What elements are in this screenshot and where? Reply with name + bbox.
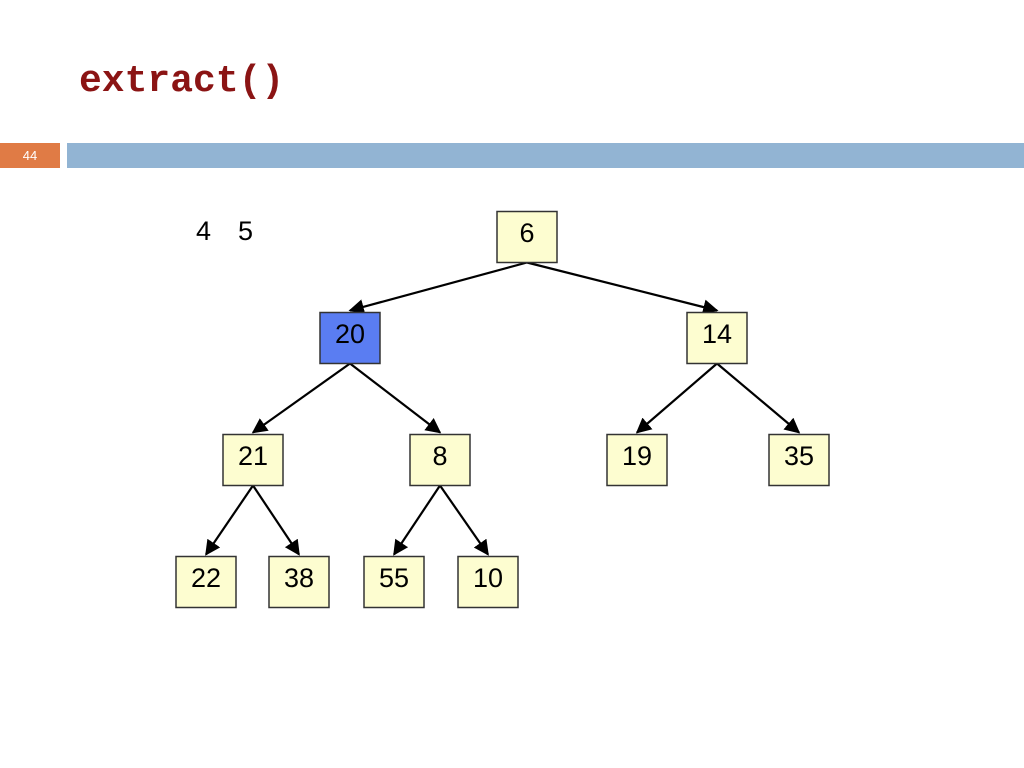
heap-node-box	[409, 433, 471, 487]
heap-node-20: 20	[319, 311, 381, 365]
heap-node-box	[319, 311, 381, 365]
heap-node-value: 14	[702, 319, 732, 349]
edge-n21-n22	[205, 484, 254, 556]
heap-node-value: 10	[473, 563, 503, 593]
heap-node-box	[175, 555, 237, 609]
heap-node-21: 21	[222, 433, 284, 487]
edge-n6-n14	[526, 261, 719, 315]
heap-node-value: 6	[519, 218, 534, 248]
heap-node-value: 19	[622, 441, 652, 471]
slide-title: extract()	[79, 60, 285, 103]
edge-n8-n55	[393, 484, 441, 556]
heap-node-value: 20	[335, 319, 365, 349]
edge-n21-n38	[252, 484, 300, 556]
heap-node-box	[363, 555, 425, 609]
heap-node-value: 55	[379, 563, 409, 593]
heap-node-10: 10	[457, 555, 519, 609]
heap-node-box	[457, 555, 519, 609]
heap-node-box	[768, 433, 830, 487]
heap-node-value: 38	[284, 563, 314, 593]
heap-node-6: 6	[496, 210, 558, 264]
heap-node-box	[268, 555, 330, 609]
header-band	[67, 143, 1024, 168]
heap-node-box	[606, 433, 668, 487]
edge-n20-n8	[349, 362, 442, 434]
stray-text: 4 5	[196, 216, 254, 246]
heap-node-55: 55	[363, 555, 425, 609]
heap-node-value: 8	[432, 441, 447, 471]
heap-node-14: 14	[686, 311, 748, 365]
heap-node-22: 22	[175, 555, 237, 609]
edge-n6-n20	[348, 261, 528, 315]
heap-node-box	[496, 210, 558, 264]
edge-n14-n19	[635, 362, 718, 434]
heap-edges	[205, 261, 801, 556]
slide-number: 44	[0, 143, 60, 168]
heap-node-value: 22	[191, 563, 221, 593]
heap-node-value: 35	[784, 441, 814, 471]
heap-nodes: 6 20 14 21 8 19 35 22 38 55 10	[175, 210, 830, 609]
heap-node-35: 35	[768, 433, 830, 487]
heap-node-box	[686, 311, 748, 365]
edge-n8-n10	[439, 484, 489, 556]
heap-node-8: 8	[409, 433, 471, 487]
edge-n14-n35	[716, 362, 801, 434]
heap-node-19: 19	[606, 433, 668, 487]
heap-node-box	[222, 433, 284, 487]
heap-node-38: 38	[268, 555, 330, 609]
heap-node-value: 21	[238, 441, 268, 471]
edge-n20-n21	[251, 362, 351, 434]
